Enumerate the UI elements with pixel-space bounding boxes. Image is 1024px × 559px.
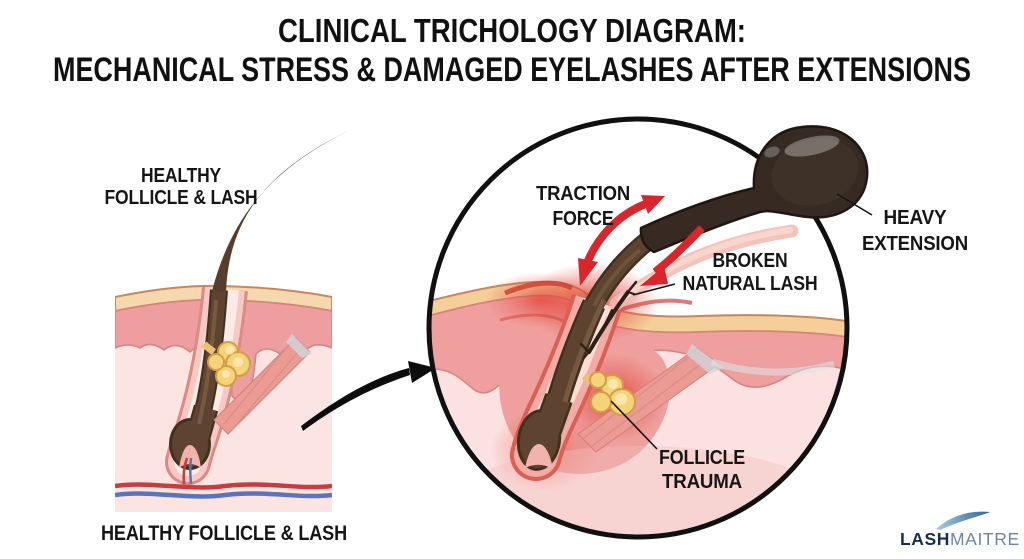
vessel-blue [115,491,332,499]
muscle-tendon [286,334,312,358]
fragment-sliver [603,309,613,327]
broken-lash-pointer [632,283,676,296]
brand-logo: LASH MAITRE [900,511,1020,549]
logo-text-primary: LASH [900,529,950,549]
heavy-extension-pointer [836,193,873,216]
shaft-mid [547,300,603,407]
shaft-highlight [592,248,642,307]
gland-lobe [590,391,612,413]
magnify-arrow [301,361,436,431]
title-line-1: CLINICAL TRICHOLOGY DIAGRAM: [278,12,746,49]
broken-arrowhead [640,266,668,286]
pointer-lines [610,193,873,450]
follicle-trauma-label-line2: TRAUMA [662,471,742,493]
fragment-split [627,291,635,295]
shaft-highlight [562,298,607,403]
follicle-trauma-pointer [610,400,658,450]
title-line-2: MECHANICAL STRESS & DAMAGED EYELASHES AF… [53,51,971,89]
heavy-extension [639,125,869,254]
magnifier-circle-outline [426,116,850,540]
logo-lash-swoosh-icon [936,511,990,530]
inflamed-ridge [499,313,566,324]
magnify-arrow-head [408,361,436,383]
traction-force-label-line2: FORCE [553,208,614,230]
damaged-follicle-illustration: TRACTION FORCE BROKEN NATURAL LASH HEAVY… [426,116,968,540]
traction-arrow-curve [581,199,650,270]
magnify-arrow-shaft [301,368,410,431]
traction-force-label-line1: TRACTION [536,183,630,205]
healthy-blood-vessels [115,457,332,499]
gland-lobe [589,371,607,389]
damaged-skin-cross-section [429,224,847,537]
damaged-arrector-pili-muscle [577,344,835,453]
damaged-hair-shaft [516,231,657,471]
hair-root-highlight [197,299,218,425]
gland-highlight [615,393,627,405]
inflamed-ridge [613,298,693,314]
force-arrows [578,195,705,286]
healthy-follicle-illustration: HEALTHY FOLLICLE & LASH HEALTHY FOLLICLE… [101,129,352,545]
logo-text-secondary: MAITRE [950,529,1020,549]
dermal-papilla [525,444,553,469]
inflamed-ridge [504,280,574,296]
muscle-tendon [686,344,724,374]
tendon-fibers [710,358,835,376]
gland-duct [201,341,216,355]
fragment-split [579,342,591,354]
broken-lash-label-line1: BROKEN [713,250,788,272]
broken-lash-label-line2: NATURAL LASH [683,273,818,295]
extension-body [639,125,869,254]
muscle-striation [583,355,691,439]
healthy-dermis-layer [115,299,332,404]
healthy-lash [212,129,352,292]
healthy-arrector-pili-muscle [213,334,312,435]
fragment-main [587,290,630,354]
muscle-striation [231,351,299,431]
healthy-caption: HEALTHY FOLLICLE & LASH [101,521,347,545]
traction-arrowhead-down [578,258,598,286]
healthy-skin-cross-section [115,284,332,512]
title-block: CLINICAL TRICHOLOGY DIAGRAM: MECHANICAL … [53,12,971,89]
hair-bulb [172,421,208,467]
heavy-extension-label-line1: HEAVY [884,207,948,229]
extension-highlight-small [764,146,780,158]
fragment-split [626,280,638,294]
muscle-striation [591,359,707,447]
muscle-striation [223,345,289,425]
broken-lash-fragment [579,280,638,359]
gland-highlight [608,379,618,389]
fragment-split [583,351,590,359]
gland-highlight [233,357,243,367]
traction-arrowhead-up [641,195,665,214]
extension-highlight [784,135,840,157]
follicle-trauma-label-line1: FOLLICLE [659,447,745,469]
heavy-extension-label-line2: EXTENSION [862,233,968,255]
gland-lobe [207,353,225,371]
damaged-sebaceous-gland [582,371,636,416]
broken-arrow-curve [652,225,705,276]
healthy-top-label-line2: FOLLICLE & LASH [105,187,258,209]
capillary-blue [189,457,193,485]
vessel-red [115,482,332,490]
extension-sheen [771,138,859,206]
healthy-sebaceous-gland [201,341,251,387]
gland-highlight [225,345,235,355]
healthy-top-label-line1: HEALTHY [141,165,222,187]
capillary-red [182,457,189,485]
gland-highlight [222,370,230,378]
